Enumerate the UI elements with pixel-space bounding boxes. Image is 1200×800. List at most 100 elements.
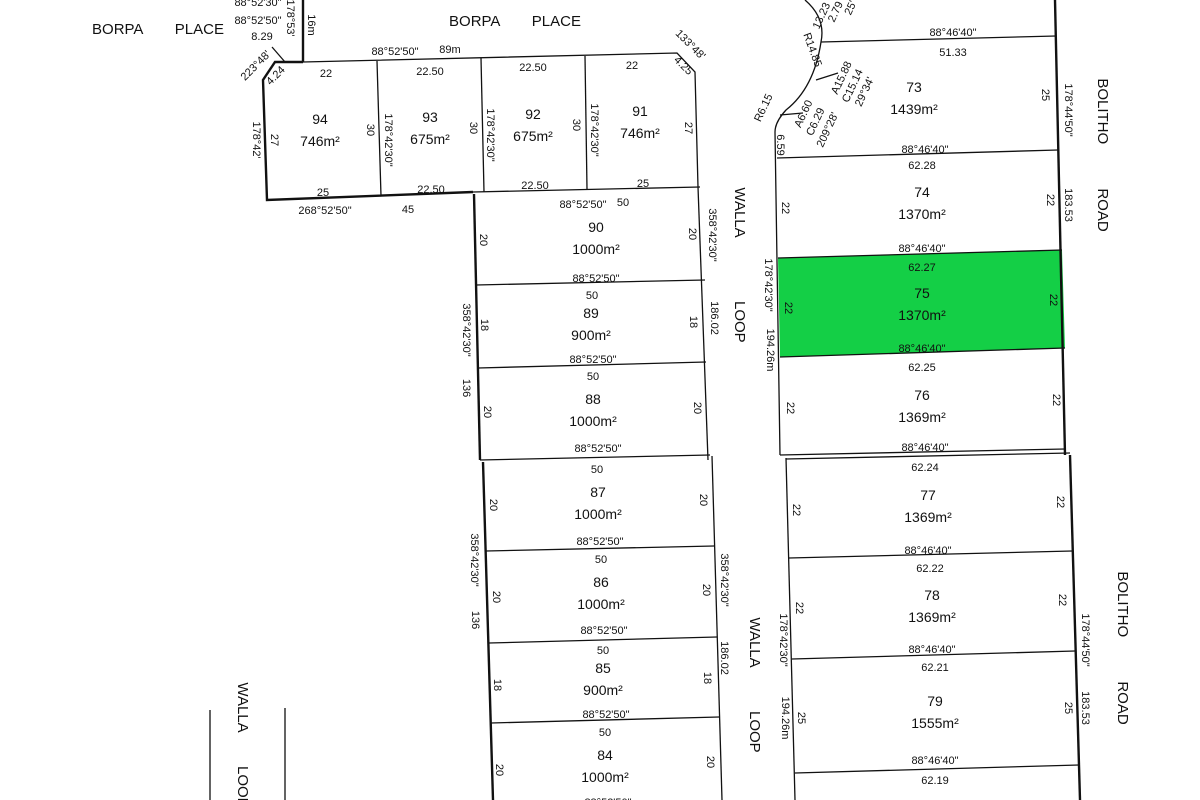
dimension-label: 22 [782, 302, 794, 314]
dimension-label: 358°42'30" [468, 533, 480, 586]
lot-number: 74 [914, 184, 930, 200]
dimension-label: 27 [682, 122, 694, 134]
dimension-label: 178°42' [250, 121, 262, 158]
lot-number: 89 [583, 305, 599, 321]
dimension-label: 88°52'50" [576, 536, 623, 548]
dimension-label: 50 [599, 727, 611, 739]
dimension-label: 20 [481, 406, 493, 418]
dimension-label: 88°52'50" [584, 797, 631, 800]
dimension-label: 50 [595, 554, 607, 566]
lot-number: 76 [914, 387, 930, 403]
dimension-label: 25 [795, 712, 807, 724]
dimension-label: 22 [1054, 496, 1066, 508]
dimension-label: 62.27 [908, 262, 936, 274]
dimension-label: 22 [1050, 394, 1062, 406]
dimension-label: 22 [793, 602, 805, 614]
dimension-label: 88°52'50" [569, 354, 616, 366]
dimension-label: 186.02 [718, 641, 730, 675]
lot-75-highlight[interactable] [778, 250, 1065, 357]
dimension-label: 22.50 [519, 62, 547, 74]
lot-number: 94 [312, 111, 328, 127]
dimension-label: 22 [320, 68, 332, 80]
road-label-walla-loop: WALLA LOOP [746, 617, 763, 752]
dimension-label: 50 [587, 371, 599, 383]
dimension-label: 88°52'50" [574, 443, 621, 455]
dimension-label: 88°46'40" [911, 755, 958, 767]
dimension-label: 358°42'30" [460, 303, 472, 356]
road-label-walla-loop: WALLA LOOP [234, 682, 251, 800]
dimension-label: 62.21 [921, 662, 949, 674]
lot-area: 1000m² [572, 241, 620, 257]
lot-number: 86 [593, 574, 609, 590]
lot-area: 1000m² [581, 769, 629, 785]
lot-number: 85 [595, 660, 611, 676]
dimension-label: 18 [478, 319, 490, 331]
dimension-label: 183.53 [1062, 188, 1074, 222]
lot-73[interactable]: 73 1439m² [890, 79, 938, 117]
lot-area: 1370m² [898, 206, 946, 222]
dimension-label: 178°42'30" [382, 113, 394, 166]
dimension-label: 88°46'40" [898, 343, 945, 355]
dimension-label: R14.85 [800, 31, 823, 68]
dimension-label: 88°52'50" [234, 15, 281, 27]
dimension-label: 178°42'30" [484, 108, 496, 161]
dimension-label: 4.25 [671, 54, 695, 78]
lot-number: 84 [597, 747, 613, 763]
dimension-label: 45 [402, 204, 414, 216]
dimension-label: 6.59 [774, 134, 786, 155]
dimension-label: 22 [779, 202, 791, 214]
lot-area: 1439m² [890, 101, 938, 117]
dimension-label: 88°46'40" [901, 442, 948, 454]
road-label-bolitho-road: BOLITHO ROAD [1094, 78, 1111, 232]
lot-number: 79 [927, 693, 943, 709]
dimension-labels: 88°52'30"88°52'50"8.29178°53'16m223°48'4… [234, 0, 1091, 800]
dimension-label: 20 [487, 499, 499, 511]
dimension-label: 88°46'40" [904, 545, 951, 557]
dimension-label: 136 [460, 379, 472, 397]
lot-91[interactable]: 91 746m² [620, 103, 660, 141]
dimension-label: 88°46'40" [898, 243, 945, 255]
dimension-label: 18 [687, 316, 699, 328]
lot-number: 87 [590, 484, 606, 500]
lot-74[interactable]: 74 1370m² [898, 184, 946, 222]
road-labels: BORPA PLACE BORPA PLACE WALLA LOOP WALLA… [92, 13, 1131, 800]
lot-84[interactable]: 84 1000m² [581, 747, 629, 785]
dimension-label: 22.50 [521, 180, 549, 192]
lot-area: 1369m² [908, 609, 956, 625]
lot-76[interactable]: 76 1369m² [898, 387, 946, 425]
dimension-label: 25' [842, 0, 859, 17]
lot-75[interactable]: 75 1370m² [898, 285, 946, 323]
dimension-label: 20 [493, 764, 505, 776]
lot-area: 746m² [620, 125, 660, 141]
dimension-label: 18 [491, 679, 503, 691]
lot-area: 1369m² [898, 409, 946, 425]
lot-area: 1370m² [898, 307, 946, 323]
road-label-borpa-place: BORPA PLACE [92, 21, 224, 38]
dimension-label: 136 [469, 611, 481, 629]
dimension-label: 51.33 [939, 47, 967, 59]
lot-number: 73 [906, 79, 922, 95]
lot-number: 91 [632, 103, 648, 119]
dimension-label: 25 [637, 178, 649, 190]
dimension-label: 88°52'50" [582, 709, 629, 721]
dimension-label: 50 [597, 645, 609, 657]
lot-number: 75 [914, 285, 930, 301]
dimension-label: 88°46'40" [901, 144, 948, 156]
road-label-bolitho-road: BOLITHO ROAD [1114, 571, 1131, 725]
dimension-label: 178°42'30" [762, 258, 774, 311]
dimension-label: 62.25 [908, 362, 936, 374]
dimension-label: 358°42'30" [718, 553, 730, 606]
dimension-label: 186.02 [708, 301, 720, 335]
